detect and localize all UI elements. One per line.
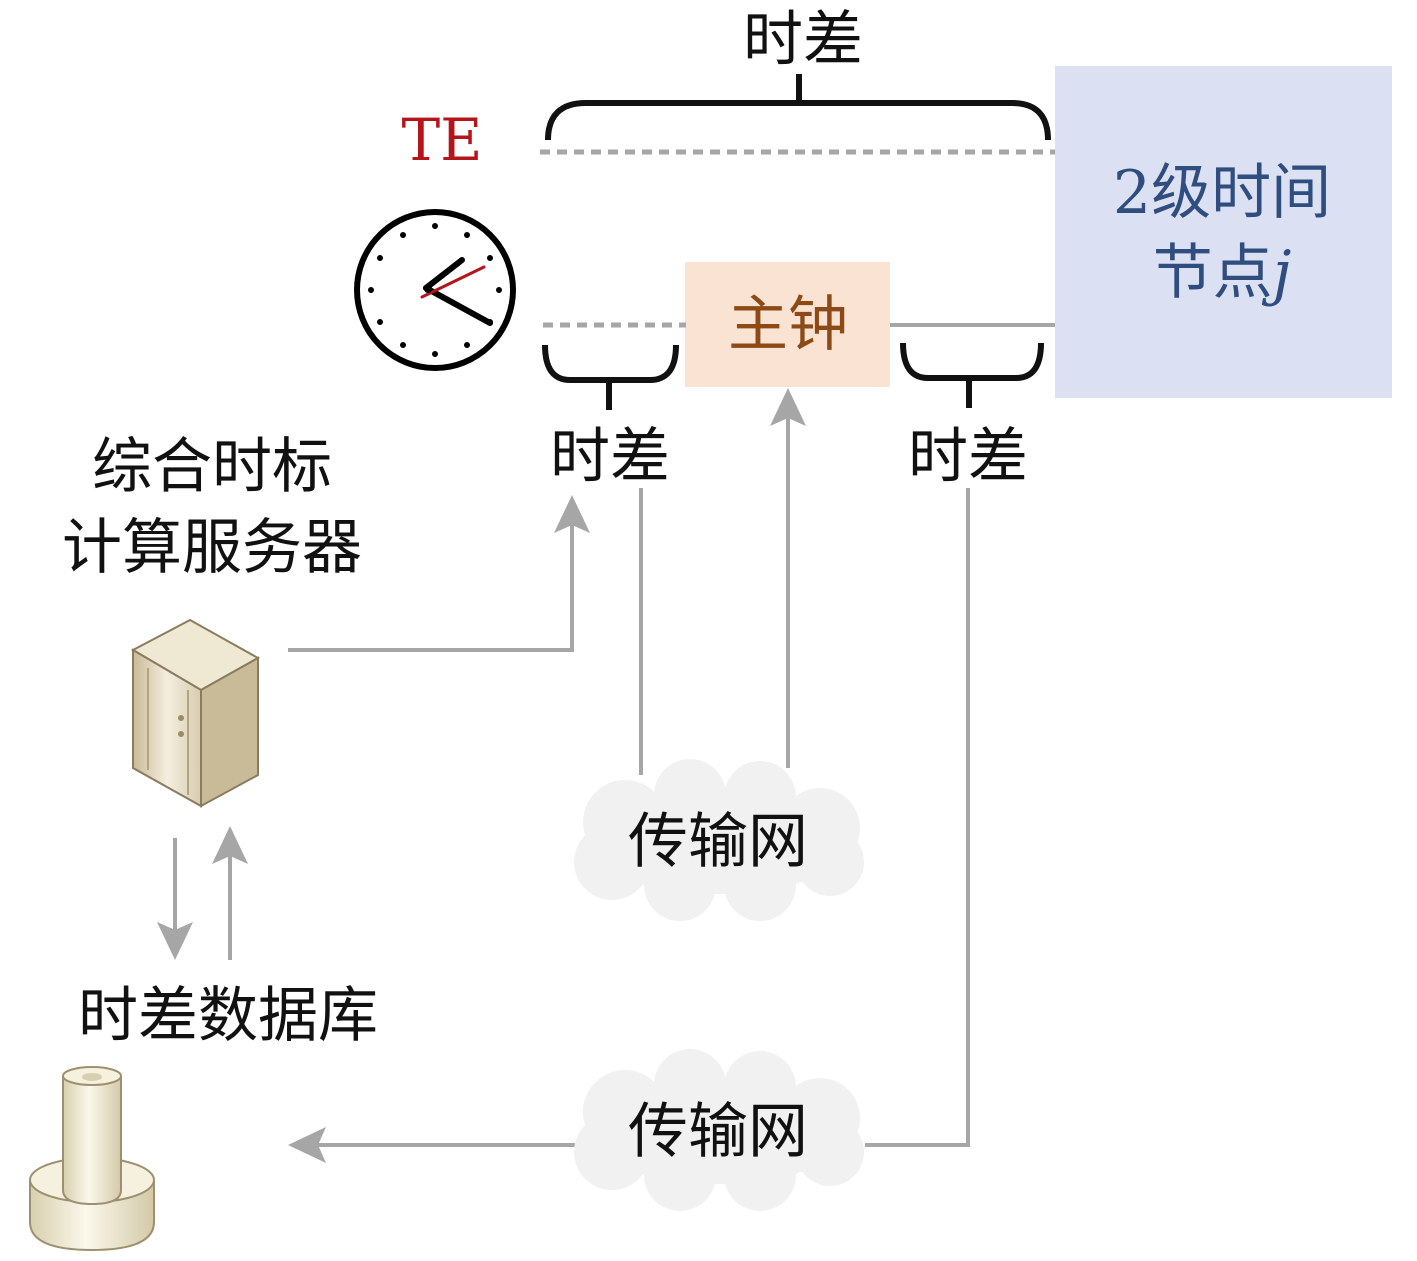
database-label: 时差数据库 — [78, 981, 378, 1051]
node-box — [1055, 66, 1392, 398]
master-clock-box — [685, 262, 890, 387]
master-clock-arrowhead — [770, 388, 806, 426]
node-label-line2: 节点j — [1153, 238, 1292, 308]
left-diff-label: 时差 — [550, 422, 670, 492]
left-bracket — [542, 344, 679, 383]
server-to-db-arrowhead — [157, 922, 193, 960]
server-label-line2: 计算服务器 — [62, 513, 362, 583]
cloud-icon — [574, 1049, 864, 1211]
server-icon — [130, 618, 261, 808]
top-diff-label: 时差 — [743, 5, 863, 75]
network-top-label: 传输网 — [628, 807, 808, 877]
network-bottom-label: 传输网 — [628, 1097, 808, 1167]
node-label-text: 节点 — [1153, 238, 1273, 308]
node-label-line1: 2级时间 — [1113, 158, 1331, 228]
right-bracket — [900, 342, 1044, 381]
database-icon — [29, 1066, 155, 1252]
server-label-line1: 综合时标 — [92, 432, 332, 502]
top-brace — [545, 100, 1051, 141]
cloud-icon — [574, 759, 864, 921]
server-to-diff-connector — [288, 520, 574, 652]
server-to-diff-arrowhead — [554, 495, 590, 533]
right-diff-connector — [865, 488, 970, 1147]
network-to-db-arrowhead — [288, 1127, 326, 1163]
te-label: TE — [401, 106, 482, 174]
db-to-server-arrowhead — [212, 826, 248, 864]
right-diff-label: 时差 — [908, 422, 1028, 492]
clock-icon — [354, 209, 516, 371]
master-clock-label: 主钟 — [728, 290, 848, 360]
